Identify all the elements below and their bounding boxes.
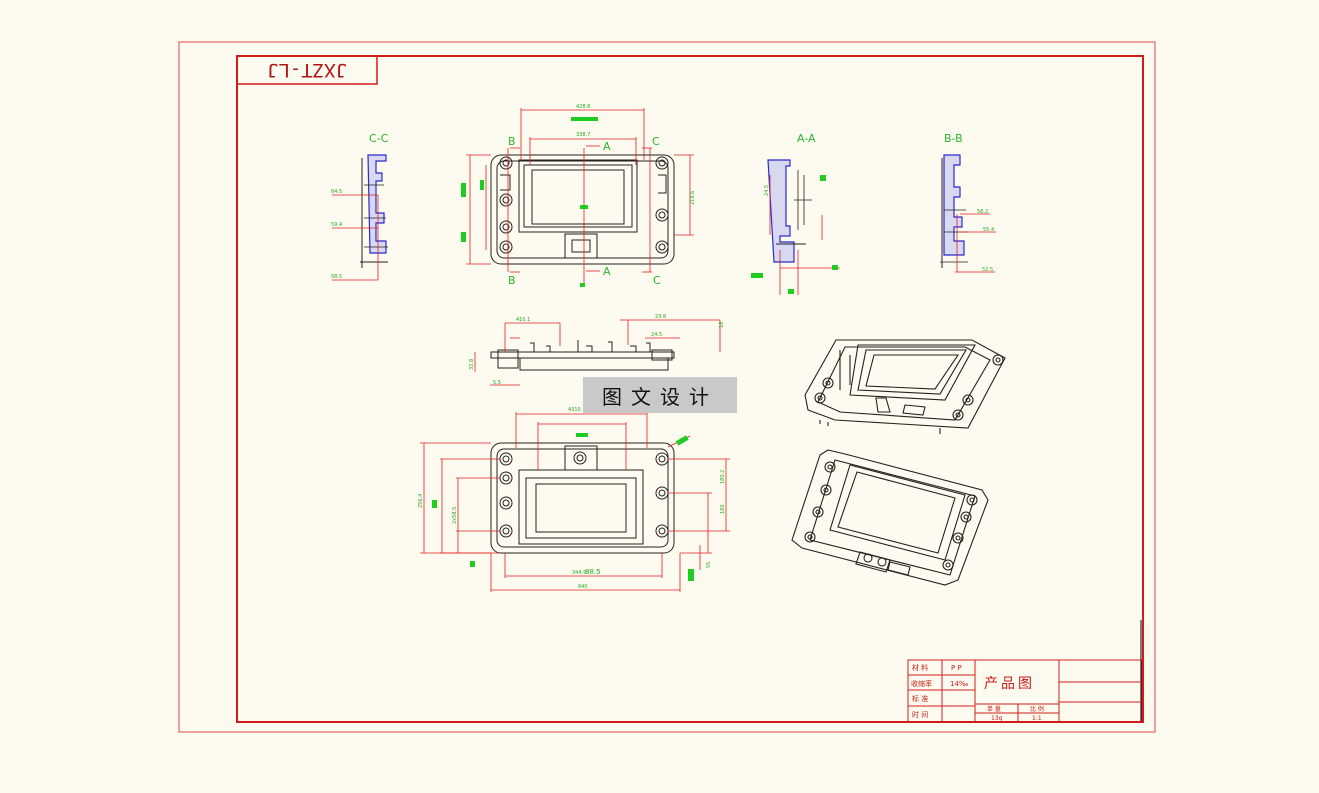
drawing-code-box bbox=[236, 55, 378, 85]
bottom-view-dims bbox=[420, 412, 730, 592]
title-scale-value: 1:1 bbox=[1032, 715, 1042, 722]
top-view bbox=[490, 154, 675, 265]
section-cc bbox=[360, 154, 388, 268]
top-view-arrows bbox=[510, 145, 652, 273]
title-material-label: 材 料 bbox=[912, 663, 928, 672]
cut-marker-a-top: A bbox=[603, 140, 611, 153]
dim-bb-3: 52.5 bbox=[982, 267, 993, 273]
dim-cc-2: 59.4 bbox=[331, 222, 342, 228]
drawing-code: JXZT-LJ bbox=[266, 59, 348, 81]
section-aa bbox=[767, 159, 812, 263]
bottom-view bbox=[490, 442, 675, 554]
cut-marker-b-top: B bbox=[508, 135, 516, 148]
title-main: 产品图 bbox=[984, 676, 1035, 692]
dim-side-6: 32.8 bbox=[469, 359, 475, 370]
section-bb-label: B-B bbox=[944, 132, 963, 145]
title-quantity-value: 13g bbox=[991, 715, 1003, 722]
title-standard-label: 标 准 bbox=[912, 694, 928, 703]
title-material-value: P P bbox=[951, 664, 962, 672]
dim-bottom-h1: 256.4 bbox=[418, 494, 424, 508]
outer-border bbox=[178, 41, 1156, 733]
side-view-dims bbox=[474, 319, 721, 386]
dim-side-4: 18 bbox=[719, 322, 725, 328]
dim-bb-1: 58.2 bbox=[977, 209, 988, 215]
section-cc-dims bbox=[332, 194, 379, 281]
cut-marker-b-bottom: B bbox=[508, 274, 516, 287]
dim-bottom-inner: 344.5 bbox=[572, 570, 586, 576]
dim-side-2: 23.8 bbox=[655, 314, 666, 320]
dim-bottom-r1: 180.2 bbox=[720, 470, 726, 484]
section-cc-label: C-C bbox=[369, 132, 389, 145]
dim-top-inner: 338.7 bbox=[576, 132, 590, 138]
title-date-label: 时 间 bbox=[912, 710, 928, 719]
watermark: 图文设计 bbox=[583, 377, 737, 413]
cut-marker-c-bottom: C bbox=[653, 274, 661, 287]
section-bb bbox=[940, 154, 968, 268]
dim-top-overall: 428.8 bbox=[576, 104, 590, 110]
dim-bottom-h2: 2x58.5 bbox=[452, 507, 458, 524]
title-scale-label: 比 例 bbox=[1030, 705, 1044, 713]
dim-bottom-top: 4310 bbox=[568, 407, 581, 413]
title-quantity-label: 单 量 bbox=[987, 705, 1001, 713]
bottom-view-green-marks bbox=[432, 433, 694, 581]
title-shrinkage-label: 收缩率 bbox=[911, 679, 932, 688]
dim-side-1: 410.1 bbox=[516, 317, 530, 323]
dim-top-height: 218.6 bbox=[690, 191, 696, 205]
dim-bb-2: 55.4 bbox=[983, 227, 994, 233]
title-block bbox=[907, 659, 1143, 723]
title-shrinkage-value: 14‰ bbox=[950, 680, 969, 688]
dim-aa-1: 24.5 bbox=[764, 185, 770, 196]
cut-marker-c-top: C bbox=[652, 135, 660, 148]
dim-bottom-r3: 55 bbox=[706, 562, 712, 568]
cut-marker-a-bottom: A bbox=[603, 265, 611, 278]
dim-bottom-r2: 180 bbox=[720, 504, 726, 514]
iso-view-top bbox=[804, 339, 1006, 434]
dim-bottom-mid: 88.5 bbox=[585, 568, 601, 576]
section-bb-dims bbox=[955, 213, 996, 273]
dim-side-3: 24.5 bbox=[651, 332, 662, 338]
dim-bottom-overall: 640 bbox=[578, 584, 588, 590]
dim-cc-1: 64.5 bbox=[331, 189, 342, 195]
side-view bbox=[490, 340, 675, 371]
iso-view-bottom bbox=[791, 449, 989, 586]
top-view-green-marks bbox=[461, 117, 598, 287]
section-aa-label: A-A bbox=[797, 132, 816, 145]
section-aa-green-marks bbox=[751, 175, 838, 294]
dim-side-5: 5.5 bbox=[493, 380, 501, 386]
dim-cc-3: 58.5 bbox=[331, 274, 342, 280]
inner-border bbox=[236, 55, 1144, 723]
top-view-dims bbox=[466, 108, 694, 284]
section-aa-dims bbox=[769, 175, 840, 295]
